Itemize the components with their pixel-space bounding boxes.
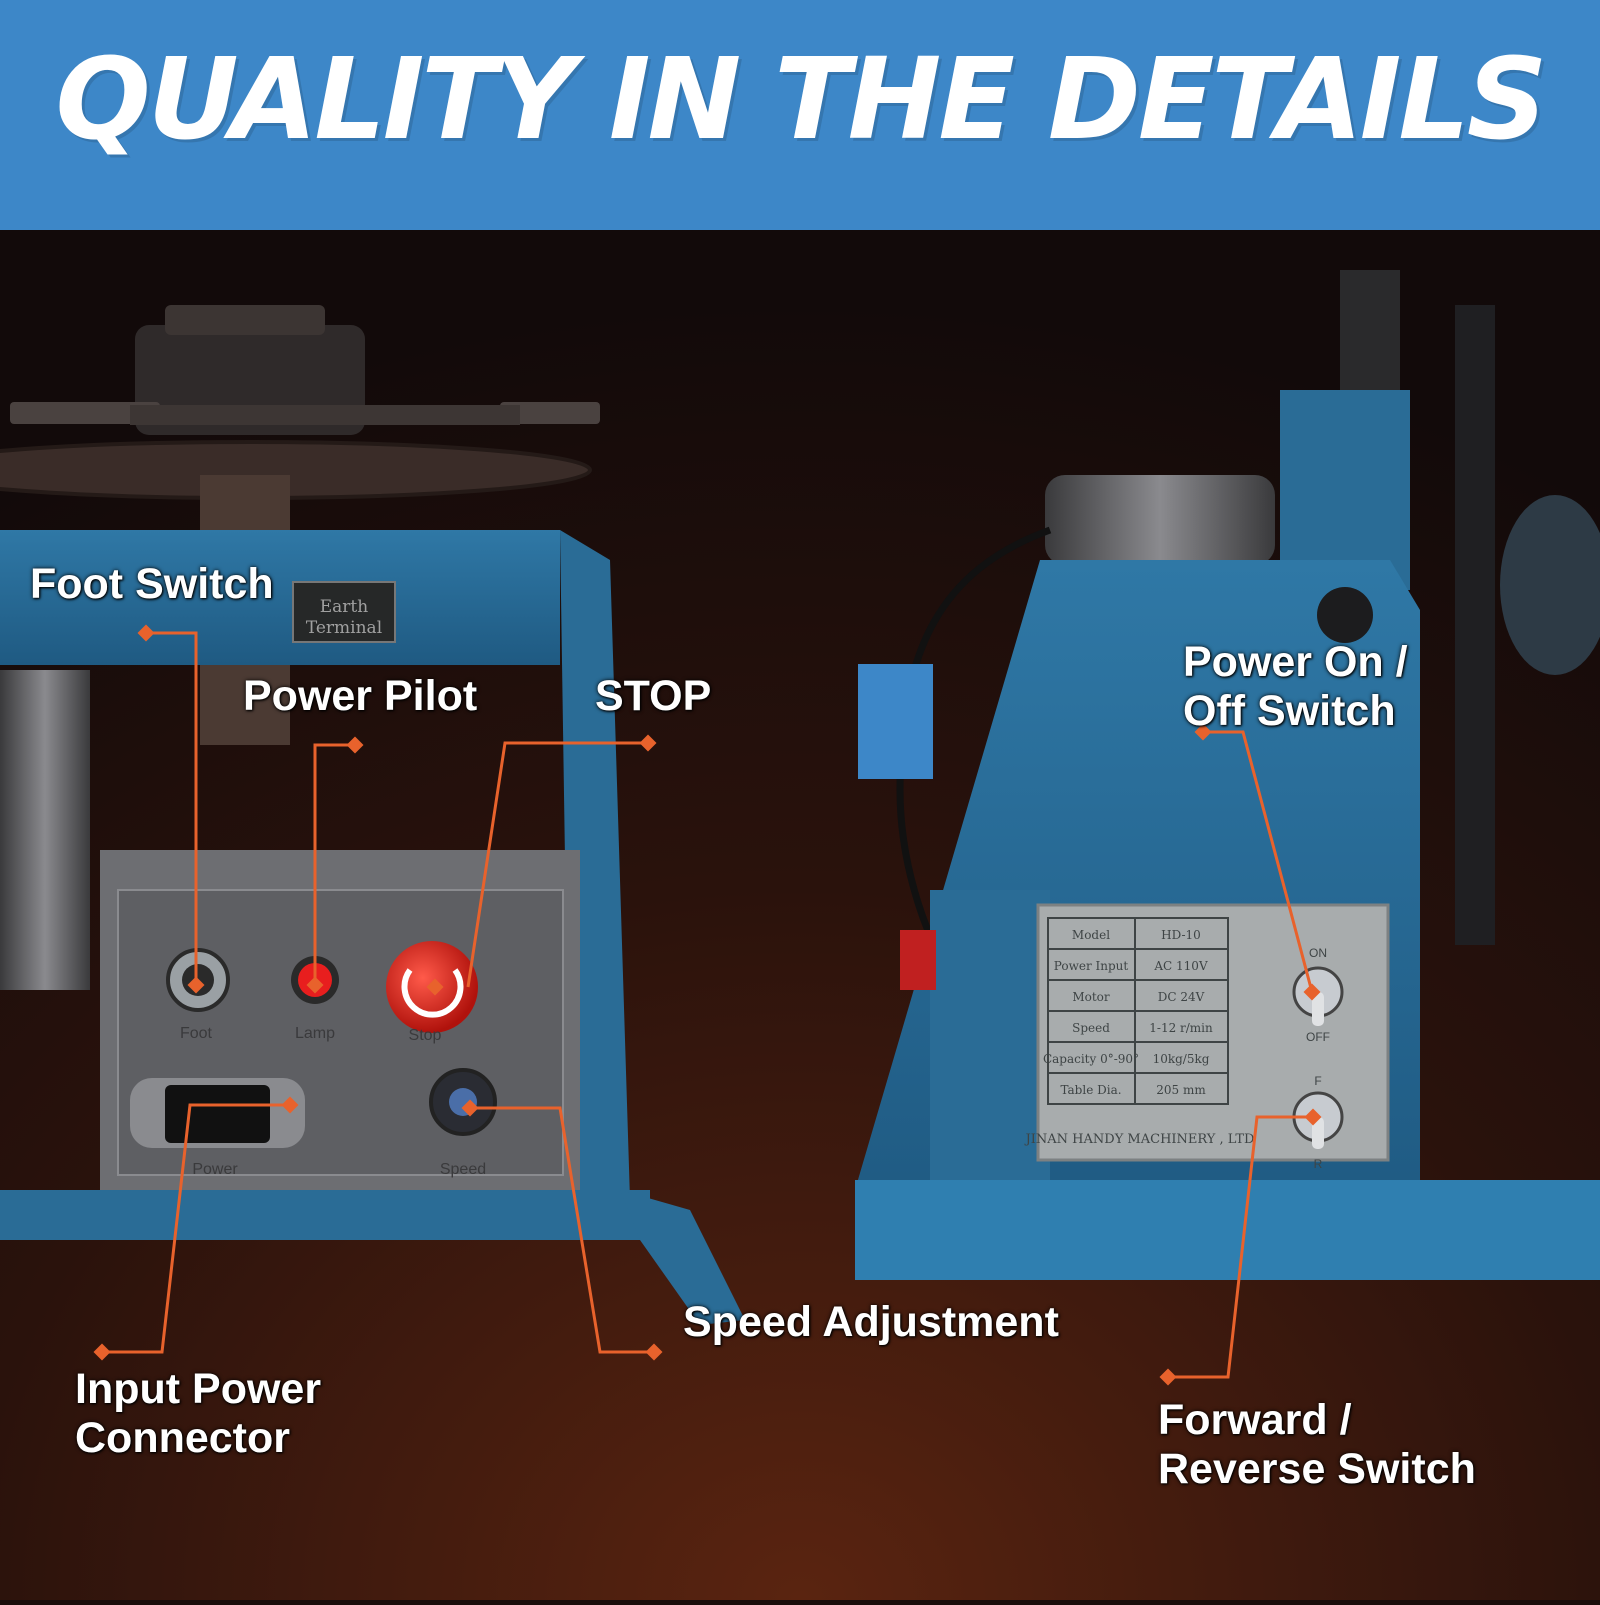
marker-foot-target (187, 976, 205, 994)
callout-input-power: Input Power Connector (75, 1365, 321, 1463)
left-base (0, 1190, 650, 1240)
callout-stop: STOP (595, 672, 712, 720)
left-machine: Earth Terminal Foot Lamp Stop (0, 305, 745, 1325)
right-chuck-icon (1500, 495, 1600, 675)
chuck-handle-right (500, 402, 600, 424)
spec-key: Motor (1072, 990, 1110, 1004)
spec-key: Capacity 0°-90° (1043, 1052, 1139, 1066)
callout-line-speed (470, 1106, 654, 1354)
callout-power-switch: Power On / Off Switch (1183, 638, 1408, 736)
stop-arrow-icon (401, 968, 464, 1018)
marker-forward-reverse (1159, 1368, 1177, 1386)
product-photo: Earth Terminal Foot Lamp Stop (0, 230, 1600, 1600)
power-switch-off-label: OFF (1306, 1030, 1330, 1044)
spec-value: 10kg/5kg (1153, 1052, 1210, 1066)
manufacturer-name: JINAN HANDY MACHINERY , LTD (1024, 1132, 1255, 1147)
callout-power-pilot: Power Pilot (243, 672, 478, 720)
spec-value: DC 24V (1158, 990, 1205, 1004)
callout-line-power-pilot (313, 743, 355, 985)
power-inlet-icon (165, 1085, 270, 1143)
callout-lines (102, 631, 1314, 1379)
callout-forward-reverse-line1: Forward / (1158, 1396, 1352, 1444)
marker-stop (639, 734, 657, 752)
callout-line-forward-reverse (1168, 1115, 1313, 1379)
chuck-handle-left (10, 402, 160, 424)
marker-stop-target (426, 978, 444, 996)
chuck-top (165, 305, 325, 335)
callout-power-switch-line1: Power On / (1183, 638, 1408, 686)
spec-key: Model (1072, 928, 1110, 942)
mounting-bolt-icon (1317, 587, 1373, 643)
power-toggle-lever (1312, 992, 1324, 1026)
callout-foot-switch: Foot Switch (30, 560, 274, 608)
page-title: QUALITY IN THE DETAILS (55, 35, 1548, 165)
marker-lamp-target (306, 976, 324, 994)
callout-line-foot-switch (146, 631, 198, 985)
direction-toggle-lever (1312, 1117, 1324, 1149)
callout-forward-reverse-line2: Reverse Switch (1158, 1445, 1476, 1493)
post-clamp (1340, 270, 1400, 390)
spec-value: AC 110V (1153, 959, 1208, 973)
vertical-post (1280, 390, 1410, 590)
callout-input-power-line2: Connector (75, 1414, 290, 1462)
callout-forward-reverse: Forward / Reverse Switch (1158, 1396, 1476, 1494)
machine-illustration: Earth Terminal Foot Lamp Stop (0, 230, 1600, 1600)
center-blue-block (858, 664, 933, 779)
callout-input-power-line1: Input Power (75, 1365, 322, 1413)
panel-label-power: Power (192, 1161, 238, 1178)
spec-value: 1-12 r/min (1149, 1021, 1213, 1035)
panel-label-foot: Foot (180, 1025, 213, 1042)
callout-speed-adjustment: Speed Adjustment (683, 1298, 1059, 1346)
callout-line-input-power (102, 1103, 290, 1354)
power-switch-on-label: ON (1309, 946, 1327, 960)
right-motor (1045, 475, 1275, 565)
marker-foot-switch (137, 624, 155, 642)
callout-line-power-switch (1203, 730, 1314, 993)
left-foot (620, 1190, 745, 1325)
turntable-disc (0, 440, 592, 500)
earth-terminal-plate (292, 581, 396, 643)
direction-switch-r-label: R (1314, 1157, 1323, 1171)
side-red-button (900, 930, 936, 990)
earth-plate-line1: Earth (320, 597, 369, 617)
marker-power-pilot (346, 736, 364, 754)
spec-key: Speed (1072, 1021, 1110, 1035)
marker-power-switch (1194, 723, 1212, 741)
tilt-plate (1455, 305, 1495, 945)
spec-key: Table Dia. (1060, 1083, 1121, 1097)
marker-power-switch-target (1303, 983, 1321, 1001)
spec-key: Power Input (1054, 959, 1129, 973)
right-side-box (930, 890, 1050, 1190)
header-banner: QUALITY IN THE DETAILS (0, 0, 1600, 230)
right-base (855, 1180, 1600, 1280)
earth-plate-line2: Terminal (306, 618, 382, 638)
callout-power-switch-line2: Off Switch (1183, 687, 1396, 735)
spec-value: 205 mm (1156, 1083, 1206, 1097)
callout-line-stop (466, 741, 648, 988)
chuck-jaws (130, 405, 520, 425)
panel-label-speed: Speed (440, 1161, 486, 1178)
marker-speed (645, 1343, 663, 1361)
direction-switch-f-label: F (1314, 1074, 1321, 1088)
panel-label-lamp: Lamp (295, 1025, 335, 1042)
motor (0, 670, 90, 990)
panel-label-stop: Stop (409, 1027, 442, 1044)
spec-value: HD-10 (1161, 928, 1201, 942)
blue-arm (0, 530, 560, 665)
